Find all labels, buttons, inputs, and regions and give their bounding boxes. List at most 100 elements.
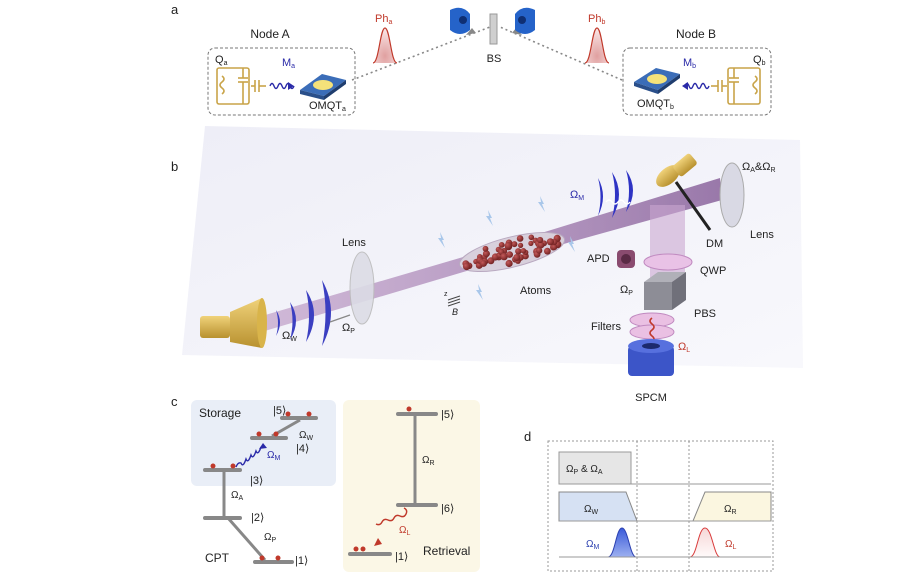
cpt-label: CPT xyxy=(205,551,230,565)
atom xyxy=(536,247,543,254)
atoms-group xyxy=(462,234,562,271)
level-1-retrieval: |1⟩ xyxy=(395,551,408,563)
fiber-b-arrow xyxy=(512,28,522,35)
omqt-b-label: OMQTb xyxy=(637,98,674,111)
retrieval-title: Retrieval xyxy=(423,544,470,558)
lens-left-label: Lens xyxy=(342,237,366,249)
l-pulse xyxy=(689,527,721,558)
panel-b-letter: b xyxy=(171,159,178,174)
atom xyxy=(537,236,544,244)
field-label: B xyxy=(452,307,458,317)
detector-right-icon xyxy=(515,7,535,34)
level-2-storage: |2⟩ xyxy=(251,512,264,524)
panel-c-letter: c xyxy=(171,394,178,409)
coupler-a-icon xyxy=(251,80,266,92)
level-5-retrieval: |5⟩ xyxy=(441,409,454,421)
atom xyxy=(528,234,535,241)
photon-pulse-b xyxy=(584,27,610,64)
storage-title: Storage xyxy=(199,406,241,420)
wavefronts-m xyxy=(598,170,633,218)
beamsplitter-icon xyxy=(489,13,498,45)
transition-l-arrow xyxy=(374,538,382,546)
omega-r-transition-label: ΩR xyxy=(422,455,435,467)
panel-a-letter: a xyxy=(171,2,179,17)
node-a-box xyxy=(207,47,356,116)
r-pulse xyxy=(692,491,772,522)
retrieval-level-lines xyxy=(348,412,438,556)
r-row-label: ΩR xyxy=(724,504,737,516)
omega-p-left-label: ΩP xyxy=(342,322,355,335)
atom xyxy=(504,242,512,250)
qubit-circuit-b-icon xyxy=(727,67,761,105)
atom xyxy=(516,235,524,242)
level-5-storage: |5⟩ xyxy=(273,405,286,417)
transition-m xyxy=(235,446,262,468)
pa-pulse xyxy=(558,451,632,485)
spcm-label: SPCM xyxy=(635,392,667,404)
mode-a-label: Ma xyxy=(282,57,295,70)
qubit-circuit-a-icon xyxy=(216,67,250,105)
level-4-storage: |4⟩ xyxy=(296,443,309,455)
panel-b: b ΩW ΩP Lens Atoms xyxy=(171,126,803,404)
photon-a-label: Pha xyxy=(375,13,392,26)
atom xyxy=(518,242,524,248)
mode-b-label: Mb xyxy=(683,57,696,70)
detector-left-icon xyxy=(450,7,470,34)
panel-d-letter: d xyxy=(524,429,531,444)
qwp-label: QWP xyxy=(700,265,726,277)
microwave-arrow-a xyxy=(288,82,294,90)
omqt-chip-b-icon xyxy=(634,68,680,94)
omega-m-beam-label: ΩM xyxy=(570,189,584,202)
m-pulse xyxy=(607,527,637,558)
microwave-wave-b xyxy=(684,82,710,90)
fiber-b xyxy=(499,26,623,81)
horn-right-icon xyxy=(656,153,697,187)
omega-p-right-label: ΩP xyxy=(620,284,633,297)
omega-w-beam-label: ΩW xyxy=(282,330,297,343)
dichroic-mirror-icon xyxy=(674,181,712,231)
w-pulse xyxy=(558,491,638,522)
node-a-qubit-label: Qa xyxy=(215,54,228,67)
timing-frame xyxy=(547,440,774,572)
atom xyxy=(515,248,522,255)
atom xyxy=(528,240,534,246)
wavefronts-w xyxy=(276,280,331,346)
atom xyxy=(498,242,505,248)
w-row-label: ΩW xyxy=(584,504,598,516)
apd-icon xyxy=(617,250,635,268)
dm-label: DM xyxy=(706,238,723,250)
magnetic-field-icon xyxy=(447,295,461,307)
probe-arrow xyxy=(329,314,351,323)
lens-right-icon xyxy=(719,162,745,228)
m-row-label: ΩM xyxy=(586,539,599,551)
sparkles xyxy=(438,196,575,300)
filters-label: Filters xyxy=(591,321,621,333)
pbs-label: PBS xyxy=(694,308,716,320)
microwave-arrow-b xyxy=(682,82,688,90)
transition-p xyxy=(226,517,267,561)
panel-d: d ΩP & ΩA ΩW ΩR ΩM ΩL xyxy=(524,429,774,572)
atom xyxy=(500,252,508,261)
omega-l-beam-label: ΩL xyxy=(678,341,690,354)
fiber-a-arrow xyxy=(466,28,476,35)
omega-m-transition-label: ΩM xyxy=(267,450,280,462)
atom xyxy=(482,250,490,258)
horn-left-icon xyxy=(200,298,267,348)
omega-a-transition-label: ΩA xyxy=(231,490,243,502)
atom xyxy=(462,262,471,271)
pbs-icon xyxy=(644,272,686,310)
atom xyxy=(551,244,558,251)
omega-ar-label: ΩA&ΩR xyxy=(742,161,776,174)
spcm-icon xyxy=(628,339,674,376)
node-b-box xyxy=(622,47,772,116)
photon-pulse-a xyxy=(372,27,398,64)
transition-l xyxy=(375,507,408,526)
panel-a: a Node A Qa Ma OMQTa Node B Qb xyxy=(171,2,772,116)
pa-row-label: ΩP & ΩA xyxy=(566,464,603,476)
retrieval-box xyxy=(343,400,480,572)
coupler-b-icon xyxy=(711,80,727,92)
atom xyxy=(482,245,489,252)
node-b-title: Node B xyxy=(676,27,716,41)
level-3-storage: |3⟩ xyxy=(250,475,263,487)
apd-label: APD xyxy=(587,253,610,265)
